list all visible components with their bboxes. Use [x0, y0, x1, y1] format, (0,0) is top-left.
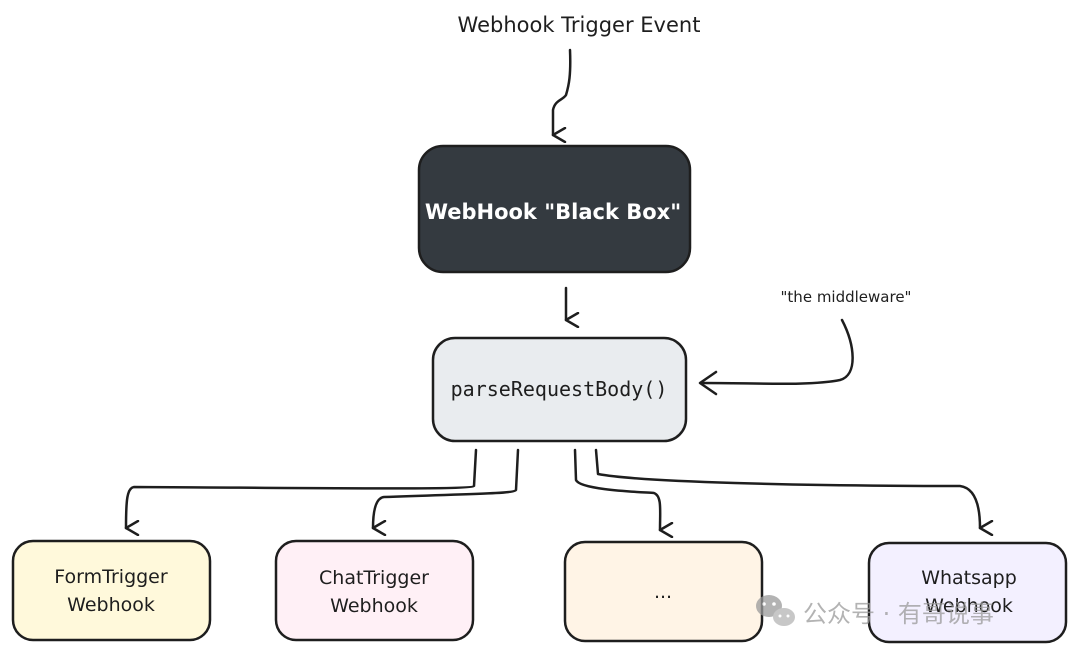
parse-request-body-node: parseRequestBody(): [431, 336, 688, 443]
arrow-parse-to-ellipsis: [573, 448, 660, 530]
ellipsis-node: ...: [563, 540, 764, 643]
whatsapp-label-line2: Webhook: [925, 595, 1013, 617]
whatsapp-label-line1: Whatsapp: [921, 567, 1017, 589]
arrow-parse-to-formtrigger: [126, 448, 478, 528]
chattrigger-label-line2: Webhook: [330, 595, 418, 617]
arrow-annotation-to-parse: [700, 318, 854, 385]
parse-box-label: parseRequestBody(): [451, 377, 668, 401]
arrow-title-to-blackbox: [551, 48, 572, 135]
ellipsis-label: ...: [654, 581, 672, 603]
black-box-label: WebHook "Black Box": [425, 200, 681, 224]
whatsapp-rect: [867, 541, 1068, 644]
formtrigger-webhook-node: FormTrigger Webhook: [11, 539, 212, 642]
diagram-title: Webhook Trigger Event: [458, 13, 701, 37]
watermark: 公众号 · 有哥说事: [756, 595, 994, 628]
ellipsis-rect: [563, 540, 764, 643]
middleware-annotation: "the middleware": [781, 288, 912, 306]
whatsapp-webhook-node: Whatsapp Webhook: [867, 541, 1068, 644]
black-box-rect: [417, 144, 692, 274]
wechat-icon: [756, 595, 795, 626]
arrow-parse-to-whatsapp: [594, 448, 980, 528]
annotation-arrowhead: [698, 370, 718, 396]
parse-box-rect: [431, 336, 688, 443]
formtrigger-label-line1: FormTrigger: [54, 566, 168, 588]
formtrigger-rect: [11, 539, 212, 642]
watermark-text: 公众号 · 有哥说事: [803, 600, 994, 628]
chattrigger-rect: [274, 539, 475, 642]
black-box-node: WebHook "Black Box": [417, 144, 692, 274]
formtrigger-label-line2: Webhook: [67, 594, 155, 616]
arrow-parse-to-chattrigger: [371, 448, 520, 528]
chattrigger-webhook-node: ChatTrigger Webhook: [274, 539, 475, 642]
chattrigger-label-line1: ChatTrigger: [319, 567, 429, 589]
